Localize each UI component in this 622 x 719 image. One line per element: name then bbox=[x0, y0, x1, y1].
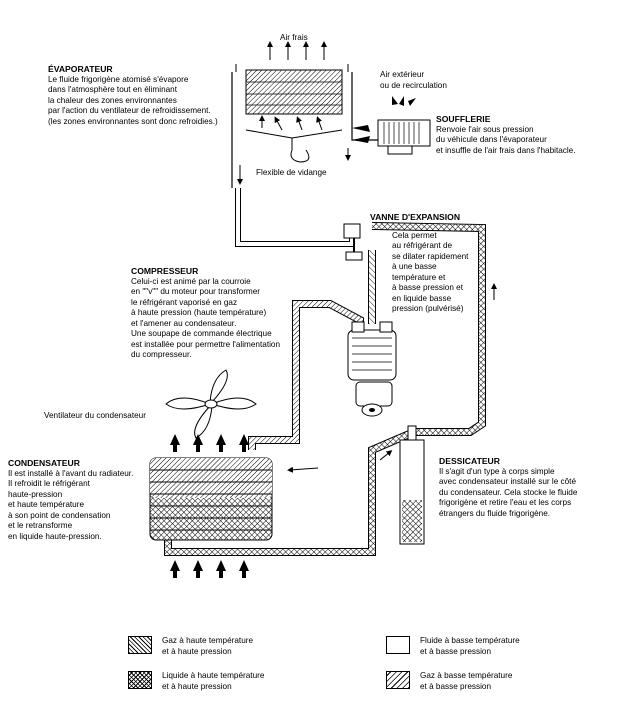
legend-item-liquide-haute: Liquide à haute température et à haute p… bbox=[128, 671, 264, 692]
condenser-coil-icon bbox=[149, 457, 273, 541]
soufflerie-body: Renvoie l'air sous pression du véhicule … bbox=[436, 124, 576, 155]
ventilateur-label: Ventilateur du condensateur bbox=[44, 411, 146, 420]
evaporator-unit bbox=[231, 64, 378, 188]
condensateur-block: CONDENSATEUR Il est installé à l'avant d… bbox=[8, 458, 133, 542]
gaz-haute-swatch-icon bbox=[128, 636, 152, 654]
legend-text: Gaz à haute température et à haute press… bbox=[162, 636, 254, 656]
blower-intake-arrows-icon bbox=[352, 96, 416, 143]
compresseur-body: Celui-ci est animé par la courroie en ""… bbox=[131, 276, 281, 360]
legend-item-fluide-basse: Fluide à basse température et à basse pr… bbox=[386, 636, 520, 657]
fluide-basse-swatch-icon bbox=[386, 636, 410, 654]
dessicateur-title: DESSICATEUR bbox=[439, 456, 500, 466]
flow-direction-arrows-icon bbox=[287, 283, 497, 473]
condenser-fan-icon bbox=[165, 369, 257, 439]
legend-item-gaz-haute: Gaz à haute température et à haute press… bbox=[128, 636, 253, 657]
airflow-arrows-icon bbox=[237, 41, 351, 185]
air-exterieur-label: Air extérieur ou de recirculation bbox=[380, 70, 447, 90]
gaz-basse-swatch-icon bbox=[386, 671, 410, 689]
vanne-block: VANNE D'EXPANSION Cela permet au réfrigé… bbox=[370, 212, 468, 315]
soufflerie-block: SOUFFLERIE Renvoie l'air sous pression d… bbox=[436, 114, 576, 156]
compressor-icon bbox=[347, 321, 397, 417]
compresseur-block: COMPRESSEUR Celui-ci est animé par la co… bbox=[131, 266, 280, 361]
expansion-valve-icon bbox=[343, 223, 363, 261]
evaporateur-title: ÉVAPORATEUR bbox=[48, 64, 113, 74]
legend-text: Fluide à basse température et à basse pr… bbox=[420, 636, 520, 656]
blower-fan-icon bbox=[377, 119, 431, 155]
receiver-drier-icon bbox=[399, 425, 425, 545]
compresseur-title: COMPRESSEUR bbox=[131, 266, 199, 276]
condenser-airflow-arrows-icon bbox=[170, 434, 249, 578]
legend-text: Liquide à haute température et à haute p… bbox=[162, 671, 265, 691]
vanne-title: VANNE D'EXPANSION bbox=[370, 212, 461, 222]
condensateur-title: CONDENSATEUR bbox=[8, 458, 80, 468]
evaporateur-body: Le fluide frigorigène atomisé s'évapore … bbox=[48, 74, 218, 126]
dessicateur-body: Il s'agit d'un type à corps simple avec … bbox=[439, 466, 578, 518]
soufflerie-title: SOUFFLERIE bbox=[436, 114, 491, 124]
evaporateur-block: ÉVAPORATEUR Le fluide frigorigène atomis… bbox=[48, 64, 218, 127]
flexible-label: Flexible de vidange bbox=[256, 168, 327, 177]
legend-text: Gaz à basse température et à basse press… bbox=[420, 671, 513, 691]
pipe-high-pressure-gas bbox=[248, 300, 364, 450]
vanne-body: Cela permet au réfrigérant de se dilater… bbox=[392, 230, 469, 314]
air-frais-label: Air frais bbox=[280, 33, 308, 42]
liquide-haute-swatch-icon bbox=[128, 671, 152, 689]
legend-item-gaz-basse: Gaz à basse température et à basse press… bbox=[386, 671, 512, 692]
dessicateur-block: DESSICATEUR Il s'agit d'un type à corps … bbox=[439, 456, 577, 519]
condensateur-body: Il est installé à l'avant du radiateur. … bbox=[8, 468, 134, 541]
